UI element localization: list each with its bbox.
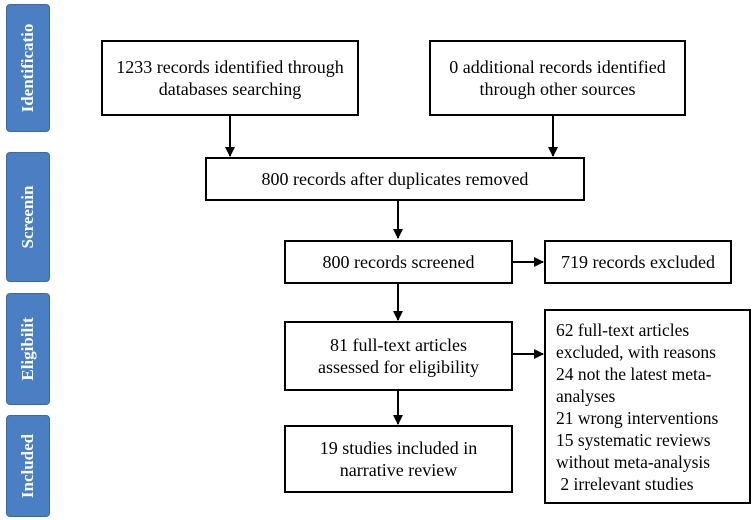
box-studies-included: 19 studies included in narrative review (284, 425, 513, 493)
phase-identification: Identificatio (6, 4, 50, 132)
box-duplicates-removed-line-1: 800 records after duplicates removed (261, 169, 529, 189)
box-records-excluded: 719 records excluded (544, 240, 732, 284)
box-full-text-excluded-line-7: without meta-analysis (556, 451, 711, 472)
box-full-text-excluded-line-6: 15 systematic reviews (556, 429, 711, 450)
box-other-sources-line-1: 0 additional records identified (449, 57, 666, 77)
box-database-search-line-1: 1233 records identified through (116, 57, 344, 77)
box-full-text-assessed-line-1: 81 full-text articles (330, 335, 467, 355)
box-database-search-line-2: databases searching (158, 79, 302, 99)
box-records-excluded-line-1: 719 records excluded (561, 252, 715, 272)
box-database-search: 1233 records identified through database… (101, 40, 359, 116)
phase-eligibility: Eligibilit (6, 293, 50, 405)
box-full-text-assessed: 81 full-text articles assessed for eligi… (284, 321, 513, 391)
box-full-text-excluded-line-8: 2 irrelevant studies (556, 473, 694, 494)
box-studies-included-line-2: narrative review (339, 460, 458, 480)
box-full-text-excluded-line-2: excluded, with reasons (556, 341, 716, 362)
box-full-text-excluded-line-3: 24 not the latest meta- (556, 363, 712, 384)
box-full-text-excluded-line-1: 62 full-text articles (556, 319, 690, 340)
box-full-text-assessed-line-2: assessed for eligibility (318, 357, 479, 377)
phase-screening: Screenin (6, 152, 50, 282)
box-full-text-excluded-line-5: 21 wrong interventions (556, 407, 719, 428)
box-studies-included-line-1: 19 studies included in (319, 438, 478, 458)
phase-included: Included (6, 415, 50, 517)
box-other-sources: 0 additional records identified through … (429, 40, 686, 116)
box-other-sources-line-2: through other sources (479, 79, 636, 99)
box-full-text-excluded: 62 full-text articles excluded, with rea… (544, 309, 751, 504)
box-records-screened: 800 records screened (284, 240, 513, 284)
box-records-screened-line-1: 800 records screened (322, 252, 475, 272)
box-full-text-excluded-line-4: analyses (556, 385, 616, 406)
box-duplicates-removed: 800 records after duplicates removed (205, 157, 585, 201)
